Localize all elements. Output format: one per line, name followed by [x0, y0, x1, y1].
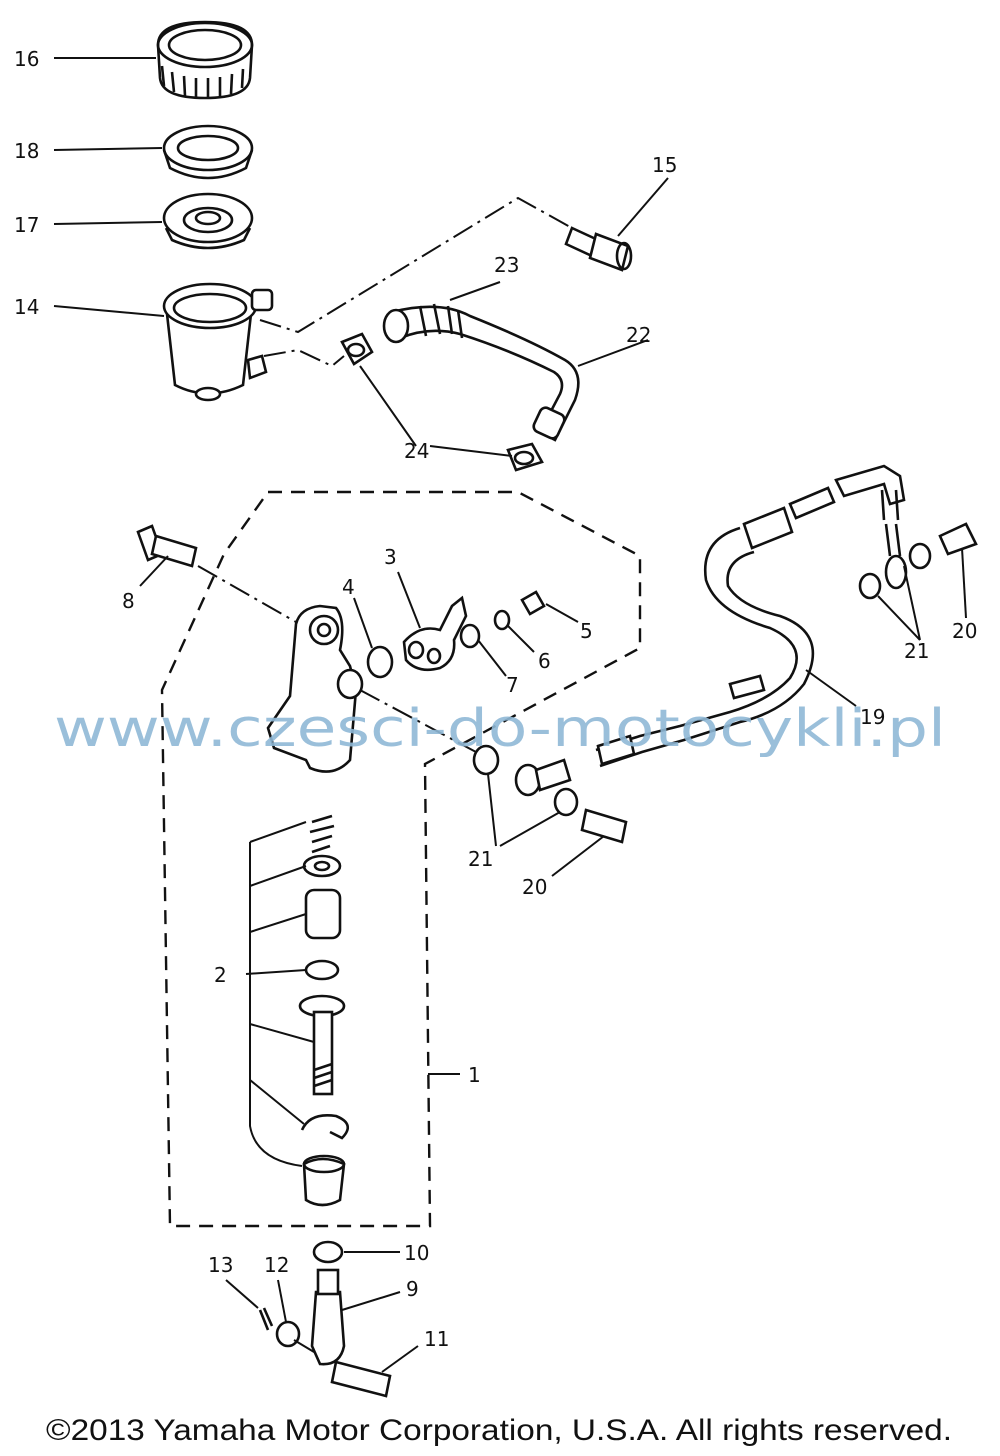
callout-12: 12	[264, 1253, 289, 1277]
callout-2: 2	[214, 963, 227, 987]
callout-13: 13	[208, 1253, 233, 1277]
part-19-brake-hose	[514, 464, 908, 797]
part-17-diaphragm-boot	[162, 192, 254, 250]
callout-21-right: 21	[904, 639, 929, 663]
callout-23: 23	[494, 253, 519, 277]
callout-14: 14	[14, 295, 39, 319]
callout-4: 4	[342, 575, 355, 599]
callout-5: 5	[580, 619, 593, 643]
part-1-assembly-boundary	[160, 490, 642, 1228]
callout-20-right: 20	[952, 619, 977, 643]
connection-lines	[197, 196, 573, 753]
part-3-hose-joint	[402, 595, 468, 672]
part-13-cotter-pin	[258, 1307, 274, 1331]
part-24-hose-clips	[340, 332, 544, 472]
callout-9: 9	[406, 1277, 419, 1301]
callout-21-left: 21	[468, 847, 493, 871]
part-8-bolt	[136, 524, 198, 568]
part-14-reservoir	[162, 282, 274, 402]
part-2-piston-kit	[298, 814, 350, 1207]
part-12-washer	[275, 1320, 301, 1348]
part-21-washers	[472, 542, 932, 817]
part-6-spring-clip	[493, 609, 511, 631]
master-cylinder-body	[266, 604, 364, 773]
part-16-reservoir-cap	[156, 20, 254, 100]
part-18-diaphragm	[162, 124, 254, 180]
part-22-23-reservoir-hose	[382, 303, 580, 442]
part-7-washer	[459, 623, 481, 649]
callout-22: 22	[626, 323, 651, 347]
part-4-o-ring	[366, 645, 394, 679]
callout-10: 10	[404, 1241, 429, 1265]
callout-6: 6	[538, 649, 551, 673]
callout-7: 7	[506, 673, 519, 697]
callout-8: 8	[122, 589, 135, 613]
watermark-text: www.czesci-do-motocykli.pl	[54, 699, 946, 759]
part-10-nut	[312, 1240, 344, 1264]
callout-24: 24	[404, 439, 429, 463]
callout-18: 18	[14, 139, 39, 163]
leader-lines	[53, 57, 967, 1373]
callout-11: 11	[424, 1327, 449, 1351]
part-5-screw	[520, 590, 546, 616]
part-9-clevis	[310, 1268, 346, 1366]
callout-19: 19	[860, 705, 885, 729]
callout-17: 17	[14, 213, 39, 237]
callout-15: 15	[652, 153, 677, 177]
part-11-pin	[330, 1360, 392, 1398]
callout-3: 3	[384, 545, 397, 569]
callout-1: 1	[468, 1063, 481, 1087]
callout-20-left: 20	[522, 875, 547, 899]
part-20-union-bolts	[580, 522, 978, 844]
callout-labels: 16 18 17 14 15 23 22 24 8 4 3 5 6 7 19 2…	[14, 47, 977, 1351]
copyright-notice: ©2013 Yamaha Motor Corporation, U.S.A. A…	[46, 1414, 952, 1447]
part-15-bolt	[564, 226, 633, 272]
callout-16: 16	[14, 47, 39, 71]
